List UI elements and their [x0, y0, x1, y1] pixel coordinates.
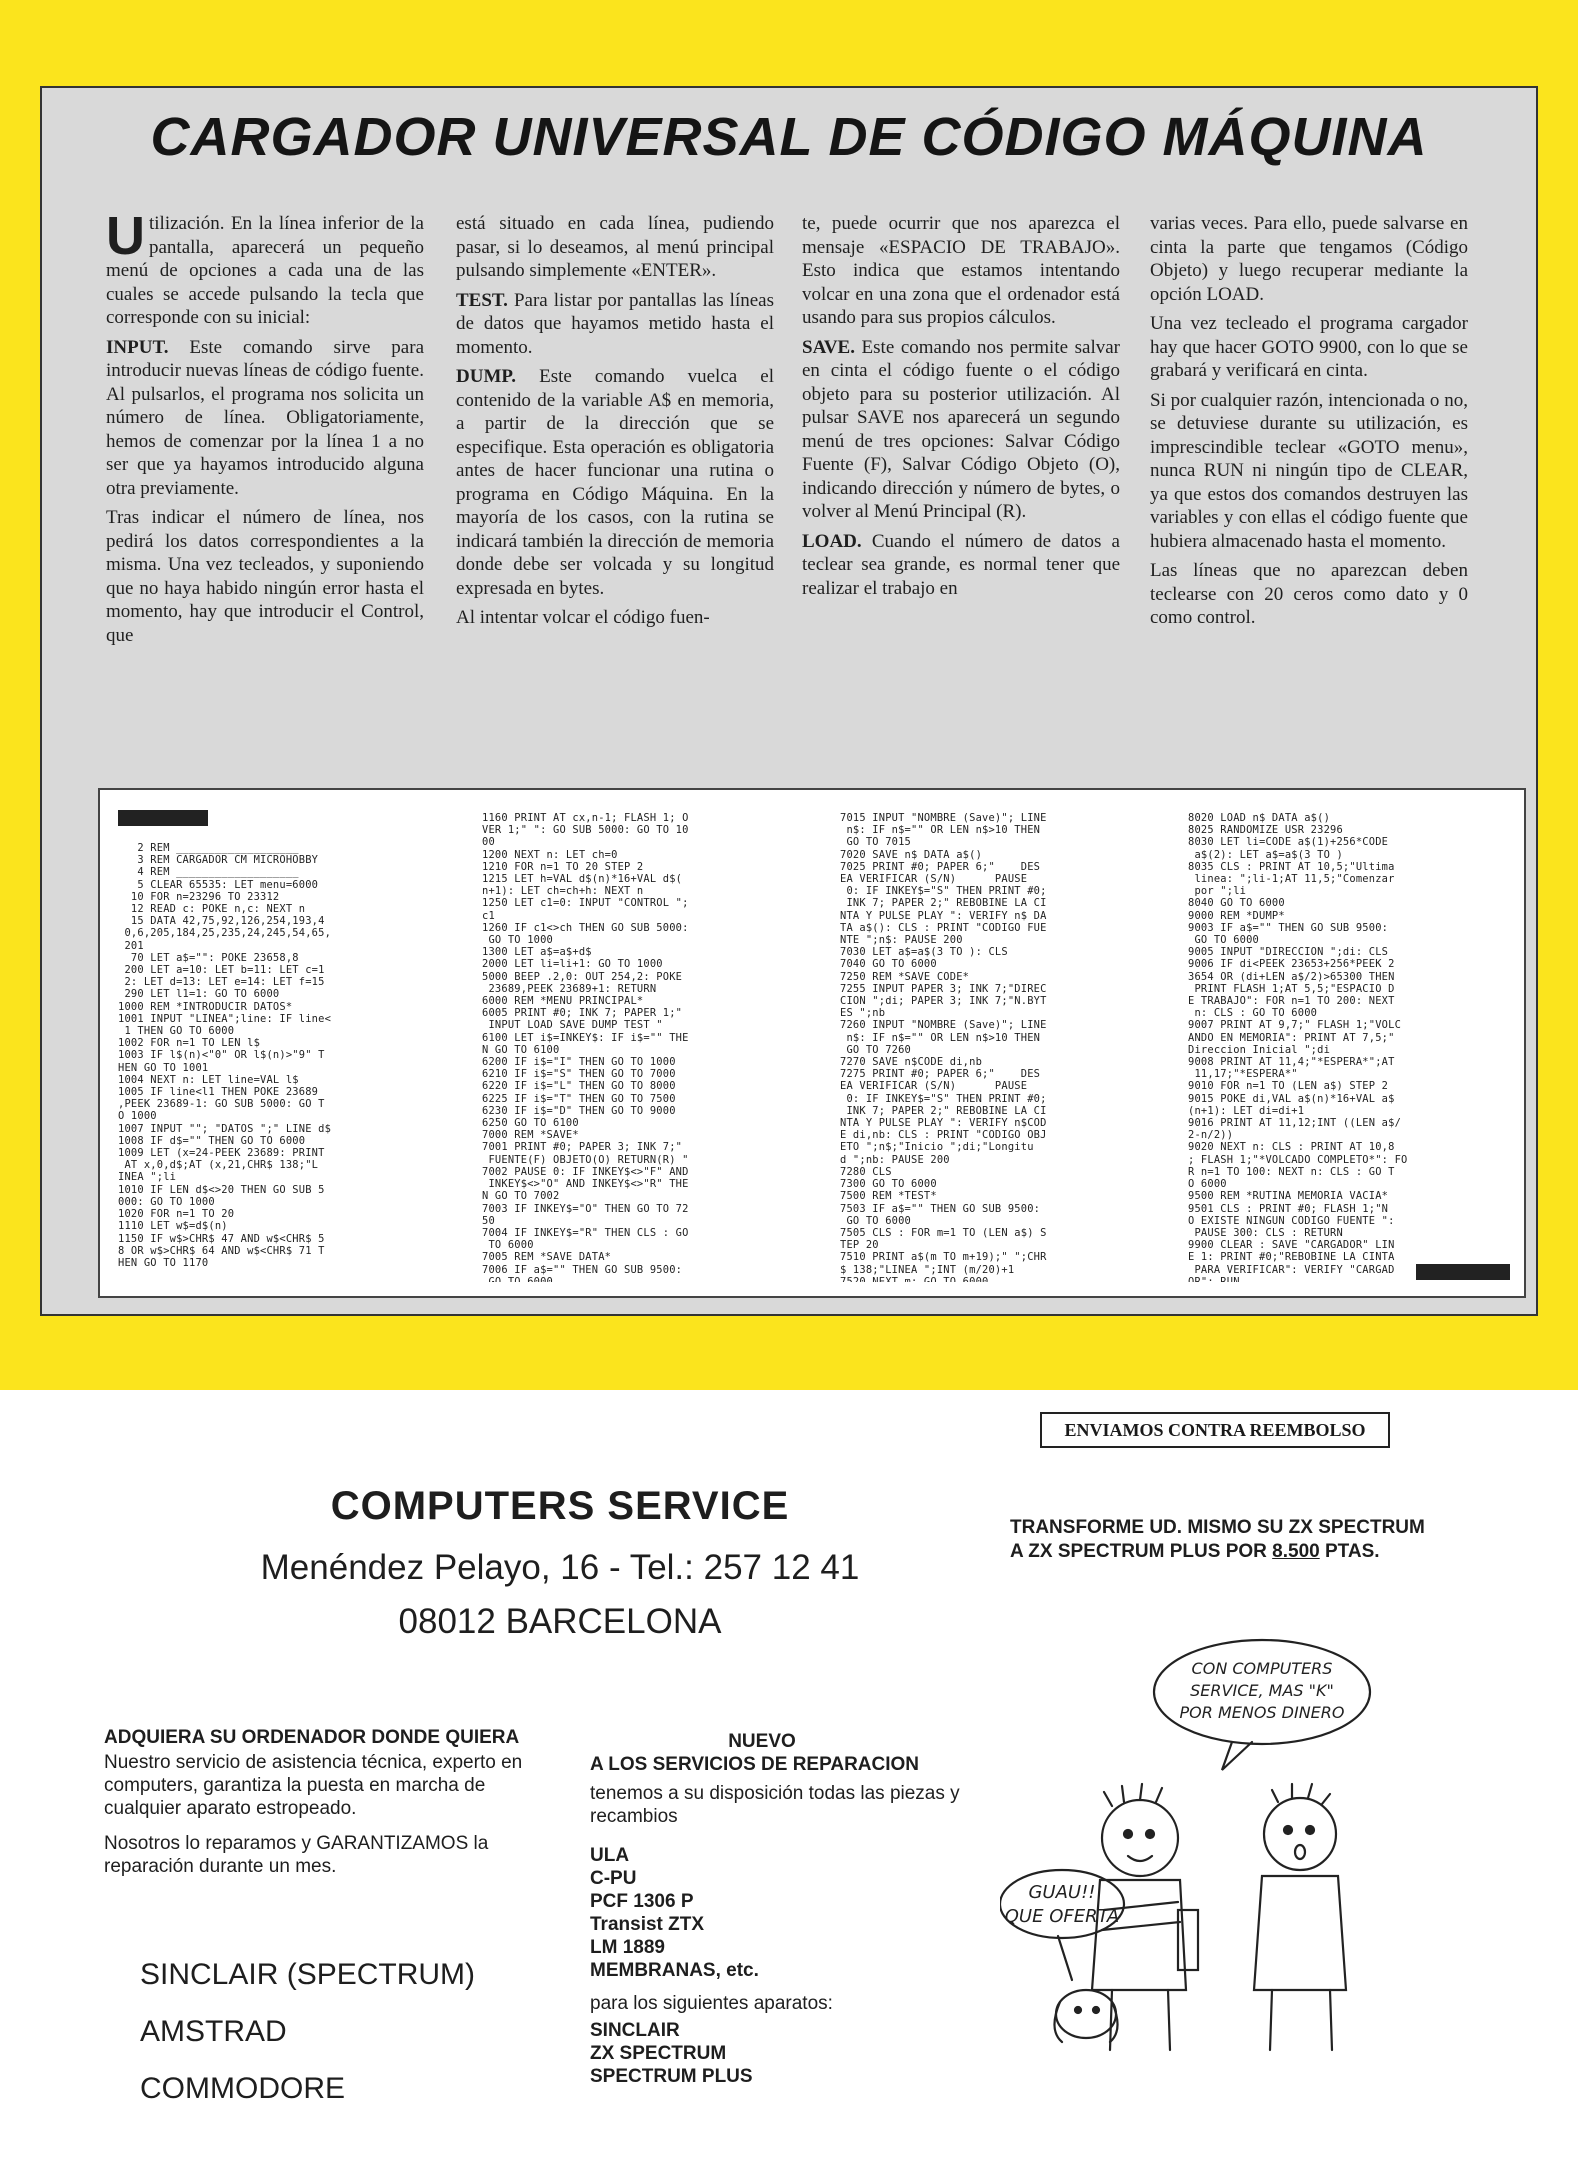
promo-price: 8.500	[1272, 1541, 1320, 1562]
dog-eye	[1073, 2005, 1083, 2015]
machine-item: SINCLAIR	[590, 2020, 680, 2041]
basic-listing-panel: 2 REM ___________________ 3 REM CARGADOR…	[98, 788, 1526, 1298]
boy-left-hair	[1102, 1782, 1164, 1808]
company-name: COMPUTERS SERVICE	[330, 1484, 790, 1528]
varias-paragraph: varias veces. Para ello, puede salvarse …	[1150, 213, 1468, 305]
drop-cap: U	[106, 206, 145, 266]
adquiera-paragraph-1: Nuestro servicio de asistencia técnica, …	[104, 1752, 523, 1819]
boy-right-mouth	[1293, 1843, 1307, 1861]
shipping-box: ENVIAMOS CONTRA REEMBOLSO	[1040, 1412, 1390, 1448]
cartoon-illustration: CON COMPUTERS SERVICE, MAS "K" POR MENOS…	[1000, 1638, 1372, 2052]
boy-right-eye	[1282, 1824, 1294, 1836]
volcar-paragraph: Al intentar volcar el código fuen-	[456, 607, 710, 628]
dog-ears	[1053, 2000, 1119, 2044]
adquiera-section: ADQUIERA SU ORDENADOR DONDE QUIERA Nuest…	[104, 1726, 564, 1890]
dog-bubble-tail	[1056, 1934, 1074, 1982]
brand-item: AMSTRAD	[140, 2015, 287, 2048]
apparatos-text: para los siguientes aparatos:	[590, 1993, 833, 2014]
ceros-paragraph: Las líneas que no aparezcan deben teclea…	[1150, 560, 1468, 628]
advertisement: COMPUTERS SERVICE Menéndez Pelayo, 16 - …	[0, 1390, 1578, 2160]
boy-right-eye	[1304, 1824, 1316, 1836]
dump-keyword: DUMP.	[456, 366, 516, 387]
load-paragraph: LOAD. Cuando el número de datos a teclea…	[802, 530, 1120, 599]
input-paragraph: INPUT. Este comando sirve para introduci…	[106, 336, 424, 499]
boy-left-head	[1100, 1798, 1180, 1878]
part-item: C-PU	[590, 1868, 637, 1889]
boy-left-mouth	[1126, 1854, 1154, 1863]
dog-bubble-line-2: QUE OFERTA	[1005, 1906, 1120, 1927]
test-keyword: TEST.	[456, 289, 508, 311]
load-keyword: LOAD.	[802, 530, 862, 552]
article-title: CARGADOR UNIVERSAL DE CÓDIGO MÁQUINA	[150, 107, 1428, 167]
test-paragraph: TEST. Para listar por pantallas las líne…	[456, 289, 774, 358]
boy-right-body	[1252, 1874, 1348, 1992]
machine-item: ZX SPECTRUM	[590, 2043, 727, 2064]
save-keyword: SAVE.	[802, 336, 855, 358]
listing-column-3: 7015 INPUT "NOMBRE (Save)"; LINE n$: IF …	[840, 812, 1047, 1282]
spectrum-plus-promo: TRANSFORME UD. MISMO SU ZX SPECTRUM A ZX…	[1010, 1516, 1530, 1564]
dog-bubble	[1000, 1868, 1126, 1940]
boy-left-legs	[1108, 1988, 1172, 2052]
bubble-line-1: CON COMPUTERS	[1192, 1659, 1333, 1678]
dog-bubble-line-1: GUAU!!	[1028, 1882, 1095, 1903]
bubble-line-3: POR MENOS DINERO	[1180, 1703, 1345, 1722]
part-item: ULA	[590, 1845, 630, 1866]
boy-right-head	[1262, 1796, 1338, 1872]
save-paragraph: SAVE. Este comando nos permite salvar en…	[802, 336, 1120, 523]
listing-tag-bar	[118, 810, 208, 826]
listing-tag-bar	[1416, 1264, 1510, 1280]
boy-right-hair	[1270, 1782, 1332, 1806]
boy-left-body	[1090, 1878, 1188, 1992]
promo-line-2: A ZX SPECTRUM PLUS POR 8.500 PTAS.	[1010, 1541, 1380, 1562]
razon-paragraph: Si por cualquier razón, intencionada o n…	[1150, 389, 1468, 552]
brand-item: COMMODORE	[140, 2072, 345, 2105]
nuevo-subtitle: A LOS SERVICIOS DE REPARACION	[590, 1754, 920, 1775]
boy-right-legs	[1268, 1988, 1334, 2052]
listing-column-1: 2 REM ___________________ 3 REM CARGADOR…	[118, 842, 332, 1269]
adquiera-paragraph-2: Nosotros lo reparamos y GARANTIZAMOS la …	[104, 1833, 489, 1877]
article-column-4: varias veces. Para ello, puede salvarse …	[1150, 212, 1468, 636]
company-city: 08012 BARCELONA	[398, 1602, 722, 1641]
article-column-3: te, puede ocurrir que nos aparezca el me…	[802, 212, 1120, 606]
company-address: Menéndez Pelayo, 16 - Tel.: 257 12 41	[260, 1548, 860, 1587]
machine-item: SPECTRUM PLUS	[590, 2066, 753, 2087]
part-item: PCF 1306 P	[590, 1891, 694, 1912]
boy-left-stripes	[1100, 1900, 1182, 1932]
listing-column-4: 8020 LOAD n$ DATA a$() 8025 RANDOMIZE US…	[1188, 812, 1408, 1282]
speech-bubble-tail	[1220, 1740, 1254, 1771]
line-paragraph: Tras indicar el número de línea, nos ped…	[106, 507, 424, 646]
promo-line-1: TRANSFORME UD. MISMO SU ZX SPECTRUM	[1010, 1517, 1425, 1538]
dog-eye	[1091, 2005, 1101, 2015]
part-item: LM 1889	[590, 1937, 665, 1958]
nuevo-section: NUEVO A LOS SERVICIOS DE REPARACION tene…	[590, 1730, 1030, 2088]
brand-list: SINCLAIR (SPECTRUM) AMSTRAD COMMODORE	[140, 1946, 475, 2117]
part-item: MEMBRANAS, etc.	[590, 1960, 759, 1981]
dump-paragraph: DUMP. Este comando vuelca el contenido d…	[456, 366, 774, 599]
part-item: Transist ZTX	[590, 1914, 705, 1935]
machine-list: SINCLAIR ZX SPECTRUM SPECTRUM PLUS	[590, 2019, 1030, 2088]
article-column-2: está situado en cada línea, pudiendo pas…	[456, 212, 774, 636]
boy-left-eye	[1122, 1828, 1134, 1840]
parts-list: ULA C-PU PCF 1306 P Transist ZTX LM 1889…	[590, 1844, 1030, 1982]
boy-left-eye	[1144, 1828, 1156, 1840]
goto-paragraph: Una vez tecleado el programa cargador ha…	[1150, 313, 1468, 381]
dog-head	[1054, 1988, 1118, 2040]
nuevo-text: tenemos a su disposición todas las pieza…	[590, 1783, 960, 1827]
nuevo-title: NUEVO	[728, 1731, 796, 1752]
listing-column-2: 1160 PRINT AT cx,n-1; FLASH 1; O VER 1;"…	[482, 812, 689, 1282]
adquiera-title: ADQUIERA SU ORDENADOR DONDE QUIERA	[104, 1727, 520, 1748]
espacio-paragraph: te, puede ocurrir que nos aparezca el me…	[802, 213, 1120, 328]
speech-bubble	[1152, 1638, 1372, 1746]
bubble-line-2: SERVICE, MAS "K"	[1190, 1681, 1334, 1700]
computer-box	[1176, 1908, 1200, 1972]
input-keyword: INPUT.	[106, 336, 169, 358]
brand-item: SINCLAIR (SPECTRUM)	[140, 1958, 476, 1991]
enter-paragraph: está situado en cada línea, pudiendo pas…	[456, 213, 774, 281]
